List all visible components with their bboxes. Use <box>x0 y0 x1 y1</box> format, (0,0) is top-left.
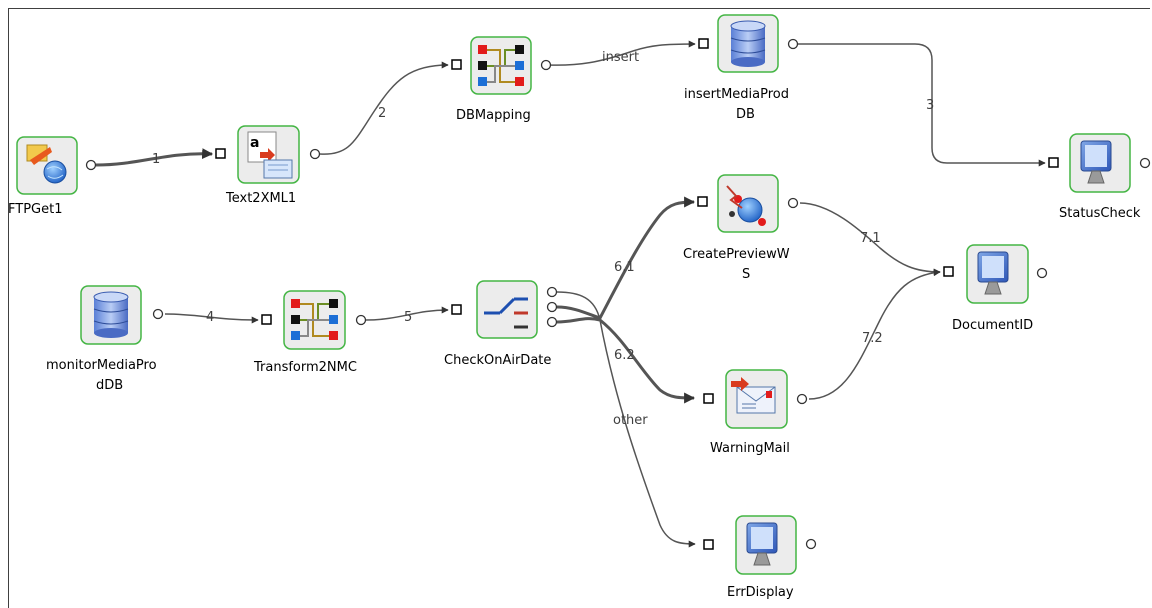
text-to-xml-icon: a <box>247 131 293 179</box>
web-service-icon <box>726 185 766 226</box>
node-label-monitormediaprod-2: dDB <box>96 378 123 393</box>
edge-label-1: 1 <box>152 152 160 167</box>
node-errdisplay[interactable]: ErrDisplay <box>703 515 817 600</box>
node-label-dbmapping: DBMapping <box>456 108 531 123</box>
node-label-insertmediaprod-1: insertMediaProd <box>684 87 789 102</box>
node-label-documentid: DocumentID <box>952 318 1033 333</box>
edge-6-1[interactable] <box>556 196 696 320</box>
node-text2xml1[interactable]: a Text2XML1 <box>215 125 321 206</box>
edge-2[interactable] <box>319 61 449 155</box>
node-label-ftpget1: FTPGet1 <box>8 202 62 217</box>
edge-label-5: 5 <box>404 310 412 325</box>
edge-insert[interactable] <box>547 40 696 66</box>
edge-label-6-1: 6.1 <box>614 260 635 275</box>
node-statuscheck[interactable]: StatusCheck <box>1048 133 1151 221</box>
node-label-checkonairdate: CheckOnAirDate <box>444 353 551 368</box>
node-label-createpreviewws-1: CreatePreviewW <box>683 247 790 262</box>
node-insertmediaprod[interactable]: insertMediaProd DB <box>684 14 799 122</box>
node-documentid[interactable]: DocumentID <box>943 244 1048 333</box>
mail-envelope-icon <box>731 377 776 414</box>
node-warningmail[interactable]: WarningMail <box>703 369 808 456</box>
node-monitormediaprod[interactable]: monitorMediaPro dDB <box>46 285 164 393</box>
monitor-icon <box>977 251 1009 295</box>
edge-5[interactable] <box>365 306 449 321</box>
edge-6-2[interactable] <box>556 317 696 404</box>
edge-label-other: other <box>613 413 648 428</box>
edge-3[interactable] <box>795 43 1046 167</box>
edge-label-3: 3 <box>926 98 934 113</box>
edge-1[interactable] <box>95 148 214 167</box>
edge-label-insert: insert <box>602 50 639 65</box>
edge-7-1[interactable] <box>799 202 941 276</box>
database-icon <box>93 291 129 338</box>
edges <box>95 40 1046 548</box>
node-label-errdisplay: ErrDisplay <box>727 585 794 600</box>
mapping-grid-icon <box>291 299 338 340</box>
edge-4[interactable] <box>164 313 259 324</box>
monitor-icon <box>1080 140 1112 184</box>
node-label-statuscheck: StatusCheck <box>1059 206 1141 221</box>
edge-7-2[interactable] <box>808 269 941 400</box>
edge-other-out[interactable] <box>556 291 696 548</box>
edge-label-2: 2 <box>378 106 386 121</box>
node-label-warningmail: WarningMail <box>710 441 790 456</box>
node-label-insertmediaprod-2: DB <box>736 107 755 122</box>
canvas-frame <box>8 8 1150 608</box>
edge-labels: 1 2 insert 3 4 5 6.1 6.2 other 7.1 7.2 <box>152 50 934 428</box>
edge-label-4: 4 <box>206 310 214 325</box>
switch-router-icon <box>484 297 528 329</box>
node-label-text2xml1: Text2XML1 <box>225 191 296 206</box>
node-label-transform2nmc: Transform2NMC <box>253 360 357 375</box>
node-dbmapping[interactable]: DBMapping <box>451 36 552 123</box>
node-label-createpreviewws-2: S <box>742 267 750 282</box>
edge-label-7-1: 7.1 <box>860 231 881 246</box>
mapping-grid-icon <box>478 45 524 86</box>
node-createpreviewws[interactable]: CreatePreviewW S <box>683 174 799 282</box>
database-icon <box>730 20 766 67</box>
ftp-globe-icon <box>26 144 67 184</box>
monitor-icon <box>746 522 778 566</box>
edge-label-7-2: 7.2 <box>862 331 883 346</box>
node-transform2nmc[interactable]: Transform2NMC <box>253 290 367 375</box>
edge-label-6-2: 6.2 <box>614 348 635 363</box>
node-ftpget1[interactable]: FTPGet1 <box>8 136 97 217</box>
svg-text:a: a <box>250 135 259 151</box>
node-label-monitormediaprod-1: monitorMediaPro <box>46 358 157 373</box>
node-checkonairdate[interactable]: CheckOnAirDate <box>444 280 558 368</box>
